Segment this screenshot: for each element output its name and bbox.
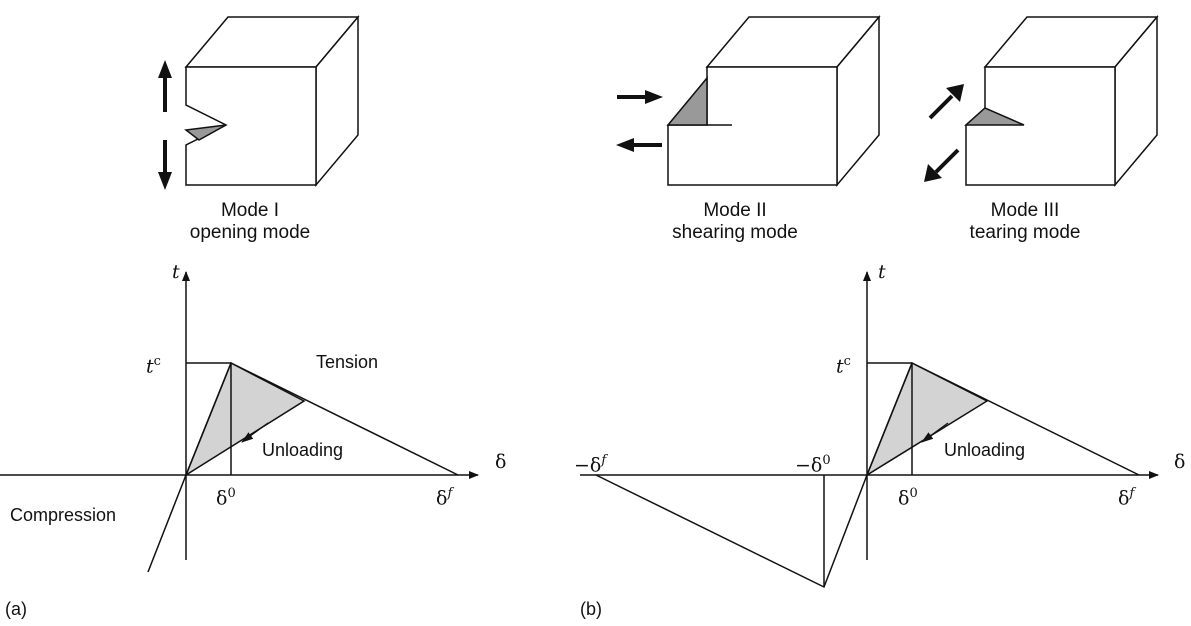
panel-b-neg-d0-sup: 0 — [822, 453, 831, 468]
panel-a-tc-sup: c — [153, 354, 161, 369]
mode-3-caption: Mode III tearing mode — [955, 200, 1095, 244]
mode-2-caption: Mode II shearing mode — [660, 200, 810, 244]
mode-1-name: Mode I — [220, 200, 280, 221]
mode-3-arrows — [924, 84, 964, 182]
mode-1-caption: Mode I opening mode — [180, 200, 320, 244]
panel-b-df-base: δ — [1118, 487, 1130, 510]
panel-a-d0-label: δ0 — [216, 484, 236, 508]
panel-b-tag: (b) — [580, 599, 602, 619]
mode-1-desc: opening mode — [189, 222, 311, 243]
panel-a-tag: (a) — [5, 599, 27, 619]
panel-a-y-label: t — [172, 261, 180, 283]
panel-a-traction-curve — [147, 361, 459, 573]
mode-3-block — [964, 14, 1159, 188]
panel-b-plot — [580, 271, 1159, 589]
panel-b-neg-df-sup: f — [601, 453, 607, 468]
panel-b-unloading-label: Unloading — [944, 440, 1026, 460]
mode-2-name: Mode II — [703, 200, 767, 221]
panel-b-neg-df-base: −δ — [574, 454, 602, 477]
panel-b-x-label: δ — [1174, 451, 1186, 473]
panel-a-unloading-arrow — [241, 422, 269, 443]
panel-b-neg-d0-label: −δ0 — [795, 451, 831, 475]
panel-b-unloading-arrow — [921, 422, 949, 443]
panel-a-df-label: δf — [436, 484, 452, 508]
panel-a-tension-label: Tension — [316, 352, 379, 372]
panel-a-tc-label: tc — [146, 352, 161, 376]
panel-a-plot — [0, 271, 479, 573]
mode-1-block — [184, 14, 360, 188]
panel-b-tc-label: tc — [836, 352, 851, 376]
mode-2-desc: shearing mode — [672, 222, 798, 243]
panel-b-neg-df-label: −δf — [574, 451, 606, 475]
panel-b-d0-base: δ — [898, 487, 910, 510]
panel-a-d0-sup: 0 — [227, 486, 236, 501]
panel-a-d0-base: δ — [216, 487, 228, 510]
mode-2-block — [666, 14, 881, 188]
panel-b-tc-sup: c — [843, 354, 851, 369]
mode-1-arrows — [158, 60, 172, 190]
panel-a-tc-base: t — [146, 355, 154, 378]
panel-b-d0-label: δ0 — [898, 484, 918, 508]
panel-b-df-label: δf — [1118, 484, 1134, 508]
panel-a-compression-label: Compression — [10, 505, 117, 525]
panel-b-y-label: t — [878, 261, 886, 283]
panel-b-tc-base: t — [836, 355, 844, 378]
mode-3-name: Mode III — [990, 200, 1060, 221]
panel-a-unloading-label: Unloading — [262, 440, 344, 460]
mode-2-arrows — [616, 90, 663, 152]
panel-b-d0-sup: 0 — [909, 486, 918, 501]
panel-b-df-sup: f — [1129, 486, 1135, 501]
panel-a-x-label: δ — [495, 451, 507, 473]
mode-3-desc: tearing mode — [969, 222, 1081, 243]
panel-a-df-sup: f — [447, 486, 453, 501]
panel-b-neg-d0-base: −δ — [795, 454, 823, 477]
panel-b-traction-curve — [595, 361, 1140, 589]
panel-a-df-base: δ — [436, 487, 448, 510]
